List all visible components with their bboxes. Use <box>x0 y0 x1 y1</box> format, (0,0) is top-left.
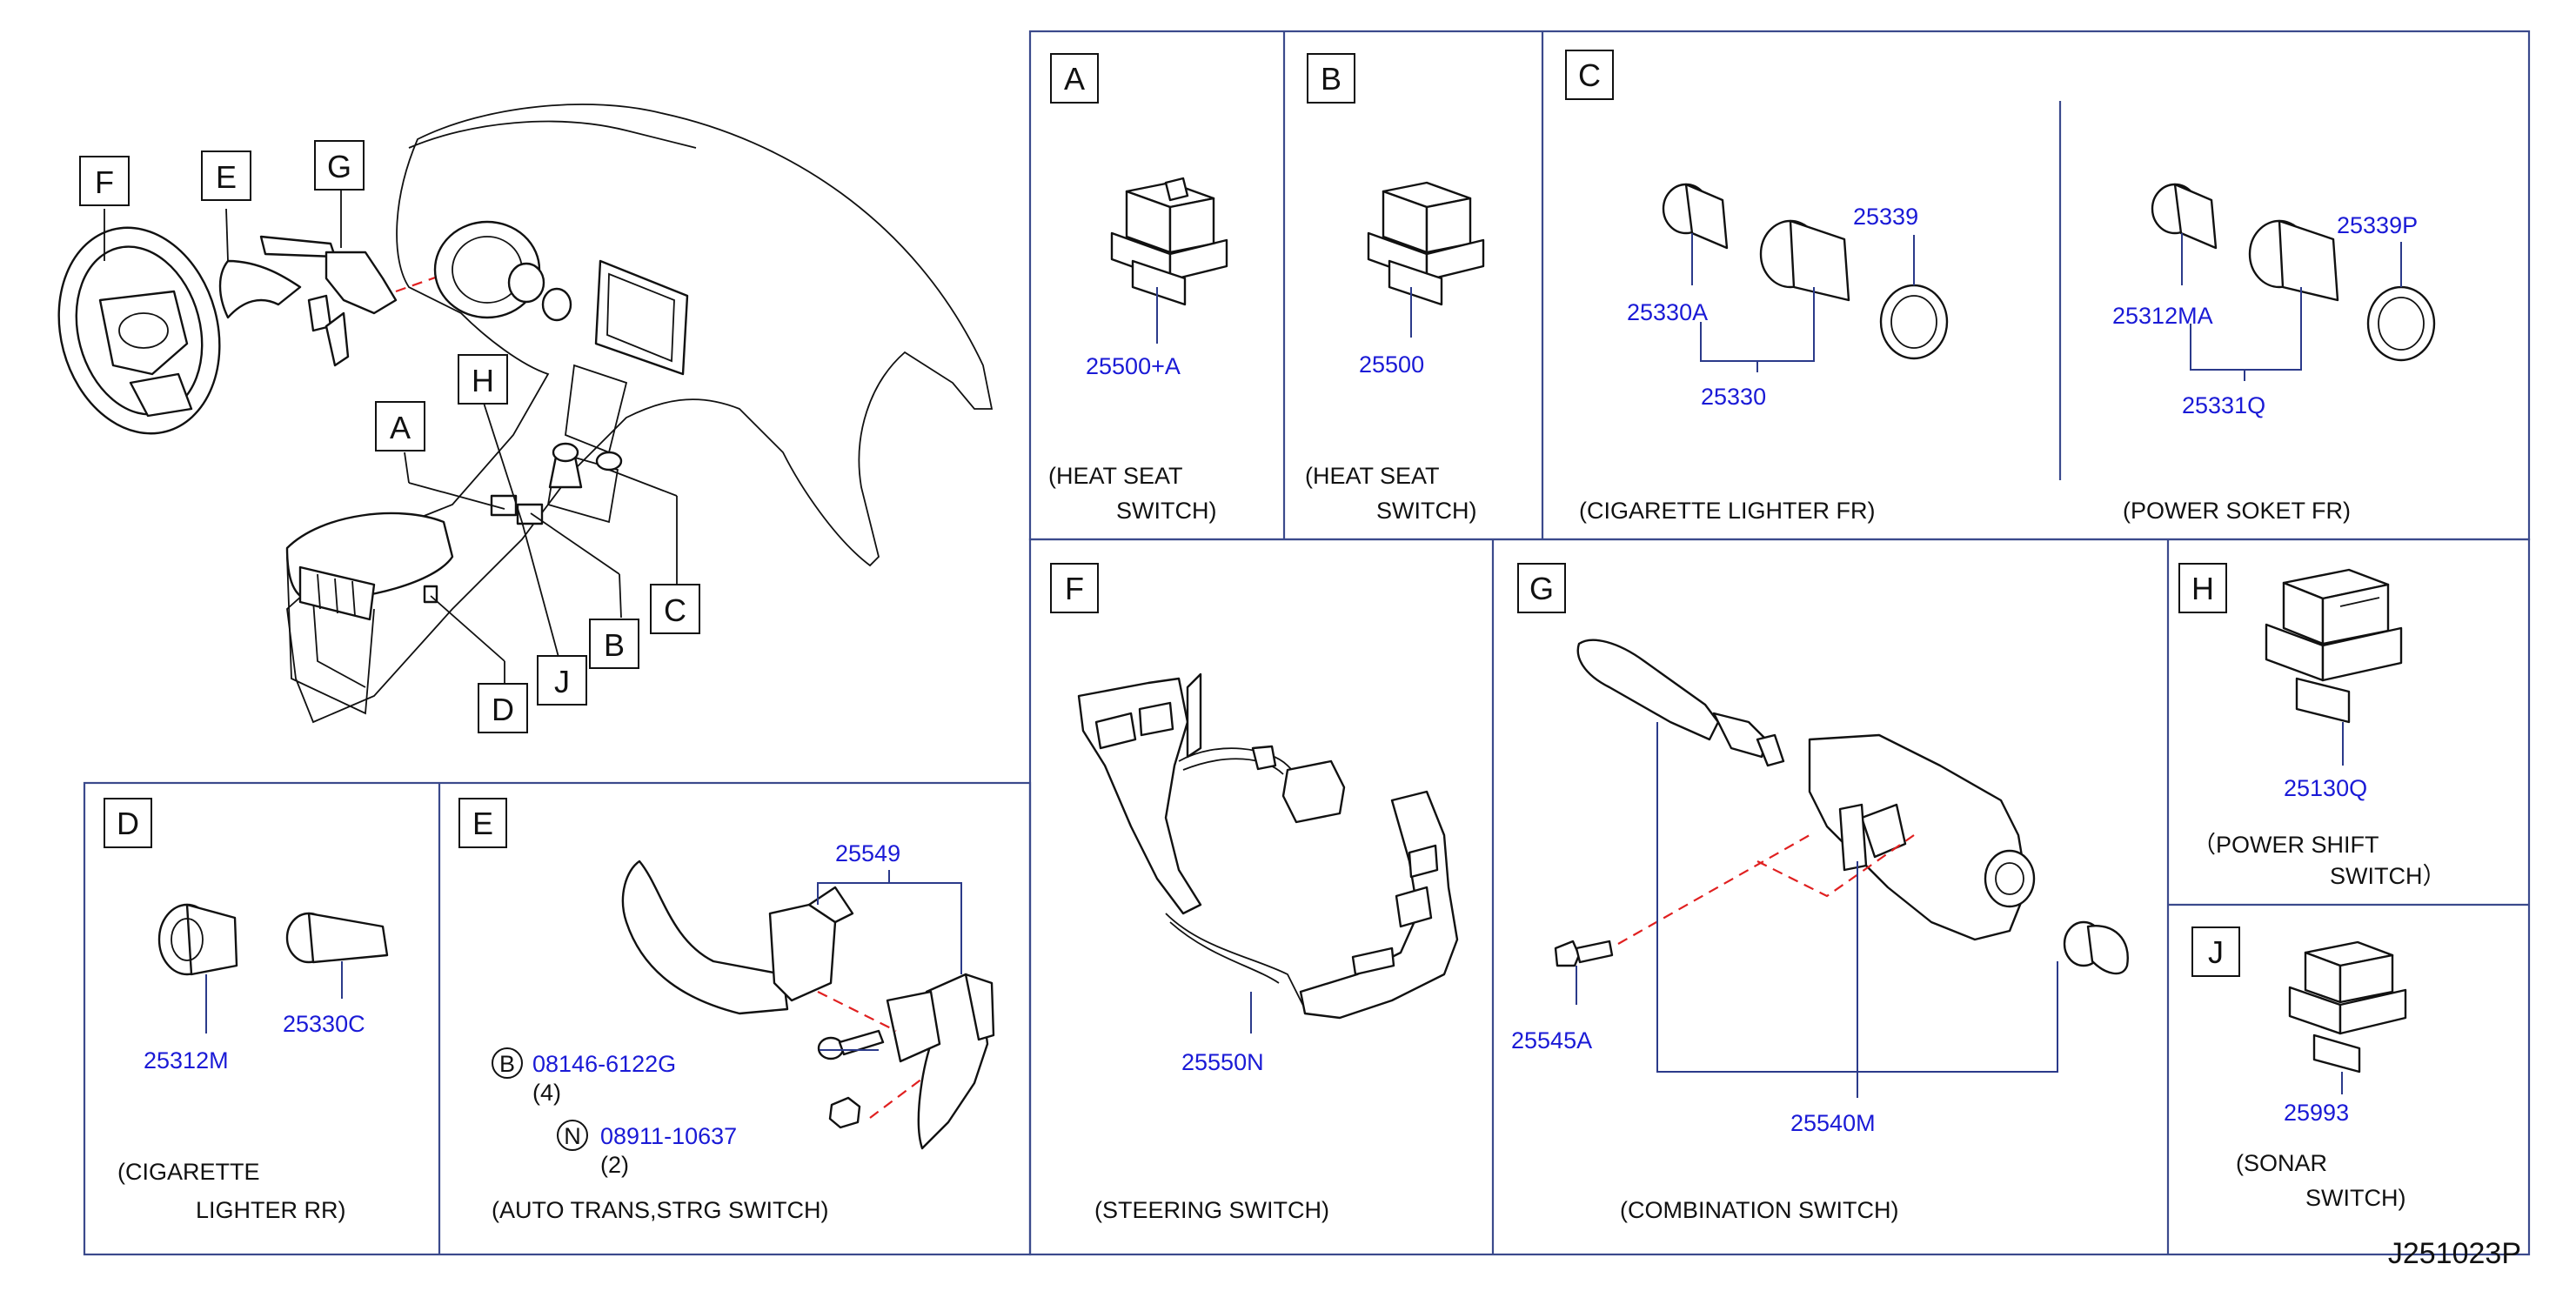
svg-text:C: C <box>664 592 686 628</box>
svg-text:A: A <box>1064 61 1085 97</box>
svg-text:25545A: 25545A <box>1511 1027 1592 1054</box>
overview-callout-G: G <box>314 140 365 191</box>
svg-text:25330: 25330 <box>1701 384 1766 410</box>
svg-text:H: H <box>472 363 494 398</box>
svg-text:25130Q: 25130Q <box>2284 775 2367 801</box>
svg-text:25550N: 25550N <box>1181 1049 1264 1075</box>
svg-text:(COMBINATION SWITCH): (COMBINATION SWITCH) <box>1620 1197 1898 1223</box>
panel-C: C 25330A 25339 25330 (CIGARETTE LIGHTER … <box>1565 50 2436 524</box>
power-socket-fr-drawing <box>2151 183 2436 362</box>
overview-callout-B: B <box>589 619 639 669</box>
svg-text:(4): (4) <box>532 1080 561 1106</box>
paddle-shifter-drawing <box>621 860 995 1150</box>
power-shift-switch-drawing <box>2265 568 2403 724</box>
heat-seat-switch-drawing <box>1367 181 1485 306</box>
svg-text:LIGHTER RR): LIGHTER RR) <box>196 1197 346 1223</box>
svg-text:(AUTO TRANS,STRG SWITCH): (AUTO TRANS,STRG SWITCH) <box>492 1197 829 1223</box>
diagram-reference-code: J251023P <box>2388 1237 2521 1270</box>
overview-callout-H: H <box>458 354 508 405</box>
steering-wheel-drawing <box>57 226 221 435</box>
svg-text:(2): (2) <box>600 1152 629 1178</box>
svg-text:(SONAR: (SONAR <box>2236 1150 2327 1176</box>
svg-text:G: G <box>327 149 351 184</box>
overview-leader-lines <box>104 188 678 687</box>
svg-text:E: E <box>216 159 237 195</box>
svg-text:(STEERING SWITCH): (STEERING SWITCH) <box>1094 1197 1329 1223</box>
svg-text:25993: 25993 <box>2284 1100 2349 1126</box>
svg-text:(CIGARETTE LIGHTER FR): (CIGARETTE LIGHTER FR) <box>1579 498 1876 524</box>
svg-text:SWITCH）: SWITCH） <box>2330 863 2446 889</box>
svg-text:J: J <box>554 664 570 699</box>
panel-frames <box>83 30 2531 1256</box>
svg-text:25330A: 25330A <box>1627 299 1708 325</box>
panel-G: G 25540M 25545A (COMBINATION SWITCH) <box>1511 563 2129 1223</box>
svg-text:25339P: 25339P <box>2337 212 2418 238</box>
svg-text:F: F <box>1065 571 1084 606</box>
svg-text:SWITCH): SWITCH) <box>1376 498 1476 524</box>
overview-callout-F: F <box>79 156 130 206</box>
heat-seat-switch-drawing <box>1110 177 1228 306</box>
svg-text:(HEAT SEAT: (HEAT SEAT <box>1305 463 1440 489</box>
svg-text:25339: 25339 <box>1853 204 1918 230</box>
svg-text:(CIGARETTE: (CIGARETTE <box>117 1159 260 1185</box>
svg-text:25549: 25549 <box>835 840 900 866</box>
dashboard-overview: F E G H A C B D J <box>57 104 994 733</box>
panel-F: F 25550N (STEERING SWITCH) <box>1050 563 1459 1223</box>
dashboard-body-drawing <box>285 104 994 724</box>
svg-text:25330C: 25330C <box>283 1011 365 1037</box>
panel-B: B 25500 (HEAT SEAT SWITCH) <box>1305 53 1485 524</box>
svg-text:(HEAT SEAT: (HEAT SEAT <box>1048 463 1183 489</box>
svg-text:E: E <box>472 806 493 841</box>
svg-text:A: A <box>390 410 411 445</box>
svg-text:D: D <box>117 806 139 841</box>
svg-text:25331Q: 25331Q <box>2182 392 2265 418</box>
steering-switch-harness-drawing <box>1077 672 1459 1020</box>
svg-text:J: J <box>2208 934 2224 970</box>
svg-text:(POWER SOKET FR): (POWER SOKET FR) <box>2123 498 2351 524</box>
svg-text:D: D <box>492 692 514 727</box>
cigarette-lighter-rr-drawing <box>157 903 389 976</box>
paddle-drawing <box>218 259 302 319</box>
svg-text:08911-10637: 08911-10637 <box>600 1123 737 1149</box>
svg-text:H: H <box>2191 571 2214 606</box>
panel-H: H 25130Q （POWER SHIFT SWITCH） <box>2178 563 2446 889</box>
overview-callout-C: C <box>650 584 700 634</box>
svg-text:25312M: 25312M <box>144 1047 229 1074</box>
combination-switch-drawing <box>259 235 398 367</box>
panel-A: A 25500+A (HEAT SEAT SWITCH) <box>1048 53 1228 524</box>
svg-text:C: C <box>1578 57 1601 93</box>
panel-D: D 25312M 25330C (CIGARETTE LIGHTER RR) <box>104 798 389 1223</box>
overview-callout-A: A <box>375 401 425 452</box>
svg-text:25500+A: 25500+A <box>1086 353 1181 379</box>
svg-text:25312MA: 25312MA <box>2112 303 2213 329</box>
cigarette-lighter-fr-drawing <box>1662 183 1949 360</box>
combination-switch-assembly-drawing <box>1554 639 2129 975</box>
overview-callout-J: J <box>537 655 587 706</box>
svg-text:SWITCH): SWITCH) <box>1116 498 1216 524</box>
svg-text:B: B <box>1321 61 1342 97</box>
svg-text:G: G <box>1529 571 1554 606</box>
svg-text:SWITCH): SWITCH) <box>2305 1185 2405 1211</box>
svg-text:N: N <box>564 1123 581 1149</box>
svg-text:25540M: 25540M <box>1790 1110 1876 1136</box>
panel-J: J 25993 (SONAR SWITCH) <box>2191 926 2407 1211</box>
overview-callout-E: E <box>201 151 251 201</box>
svg-text:08146-6122G: 08146-6122G <box>532 1051 676 1077</box>
overview-callout-D: D <box>478 683 528 733</box>
panel-E: E 25549 B 08146-6122G (4) N 08911-10637 … <box>458 798 995 1223</box>
svg-text:25500: 25500 <box>1359 351 1424 378</box>
sonar-switch-drawing <box>2288 940 2407 1074</box>
svg-text:F: F <box>95 164 114 200</box>
svg-text:（POWER SHIFT: （POWER SHIFT <box>2192 832 2379 858</box>
svg-text:B: B <box>499 1051 515 1077</box>
svg-text:B: B <box>604 627 625 663</box>
